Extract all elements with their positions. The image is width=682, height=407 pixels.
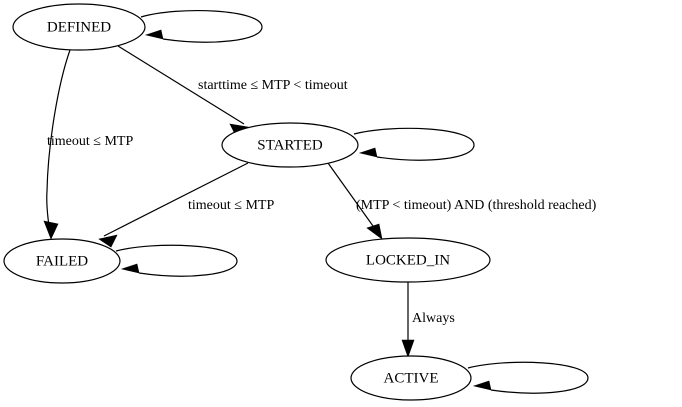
edge-label-started-to-failed: timeout ≤ MTP xyxy=(188,198,274,213)
edge-defined-to-failed-arrowhead xyxy=(43,220,59,240)
edge-started-to-locked-in-path xyxy=(327,162,379,234)
node-failed[interactable]: FAILED xyxy=(3,238,121,284)
edge-active-self[interactable] xyxy=(467,361,589,394)
edge-started-self[interactable] xyxy=(353,127,475,161)
node-active-ellipse xyxy=(350,355,472,401)
edge-label-started-to-locked-in: (MTP < timeout) AND (threshold reached) xyxy=(356,198,597,213)
node-started[interactable]: STARTED xyxy=(221,122,359,168)
edge-defined-to-started[interactable]: starttime ≤ MTP < timeout xyxy=(117,45,348,137)
edge-failed-self-path xyxy=(115,244,238,277)
edge-started-to-failed-path xyxy=(103,162,249,237)
edge-active-self-arrowhead xyxy=(472,380,492,391)
node-defined-label: DEFINED xyxy=(47,19,111,35)
edge-label-defined-to-started: starttime ≤ MTP < timeout xyxy=(198,78,348,93)
edge-locked-in-to-active-arrowhead xyxy=(401,339,415,358)
node-defined[interactable]: DEFINED xyxy=(12,3,146,51)
node-started-label: STARTED xyxy=(257,137,323,153)
node-defined-ellipse xyxy=(12,3,146,51)
edge-defined-to-failed[interactable]: timeout ≤ MTP xyxy=(43,49,133,240)
edge-started-to-failed[interactable]: timeout ≤ MTP xyxy=(98,162,274,248)
node-locked-in-label: LOCKED_IN xyxy=(366,252,450,268)
edge-locked-in-to-active[interactable]: Always xyxy=(401,282,455,358)
edge-defined-to-started-path xyxy=(117,45,245,125)
node-started-ellipse xyxy=(221,122,359,168)
node-failed-label: FAILED xyxy=(36,253,88,269)
edge-started-to-locked-in-arrowhead xyxy=(366,223,383,240)
node-active-label: ACTIVE xyxy=(384,370,439,386)
node-failed-ellipse xyxy=(3,238,121,284)
node-locked-in-ellipse xyxy=(325,237,491,283)
edge-defined-to-failed-path xyxy=(46,49,71,234)
edge-started-to-failed-arrowhead xyxy=(98,234,118,248)
edge-defined-self[interactable] xyxy=(140,10,263,43)
edge-label-locked-in-to-active: Always xyxy=(412,311,455,326)
node-locked-in[interactable]: LOCKED_IN xyxy=(325,237,491,283)
edge-failed-self[interactable] xyxy=(115,244,238,277)
edge-started-to-locked-in[interactable]: (MTP < timeout) AND (threshold reached) xyxy=(327,162,597,240)
node-active[interactable]: ACTIVE xyxy=(350,355,472,401)
edge-started-self-arrowhead xyxy=(358,147,378,158)
edge-failed-self-arrowhead xyxy=(120,263,140,274)
edge-label-defined-to-failed: timeout ≤ MTP xyxy=(47,134,133,149)
edge-defined-self-arrowhead xyxy=(144,29,164,40)
edge-started-self-path xyxy=(353,127,475,161)
edge-active-self-path xyxy=(467,361,589,394)
edge-defined-self-path xyxy=(140,10,263,43)
